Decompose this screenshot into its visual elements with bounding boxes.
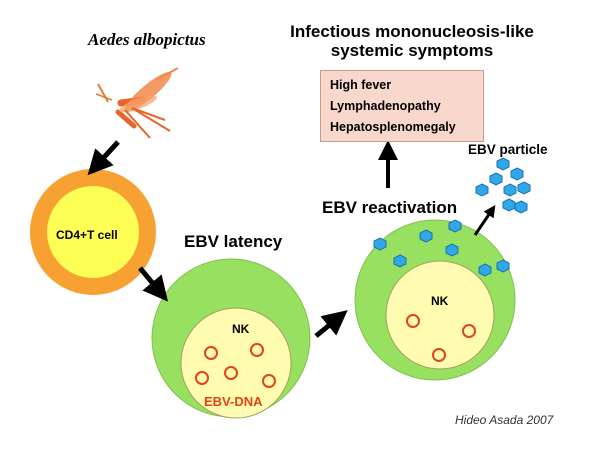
symptoms-box: High fever Lymphadenopathy Hepatosplenom… (320, 70, 484, 142)
surface-virus-particles (373, 219, 510, 277)
reactivation-title: EBV reactivation (322, 198, 458, 217)
latency-title: EBV latency (184, 232, 283, 251)
symptom-item: Hepatosplenomegaly (330, 120, 456, 134)
flow-arrows (87, 140, 496, 338)
symptoms-title: Infectious mononucleosis-like systemic s… (262, 22, 562, 60)
mosquito-icon (95, 67, 179, 139)
episome-rings-reactivated (406, 314, 476, 362)
cd4-t-cell (30, 169, 156, 295)
cd4-cell-label: CD4+T cell (56, 228, 118, 242)
symptom-item: Lymphadenopathy (330, 99, 441, 113)
latency-cell (151, 258, 311, 419)
mosquito-species-label: Aedes albopictus (88, 30, 206, 49)
arrow-cd4-to-latency (138, 266, 169, 302)
episome-rings (195, 343, 276, 388)
latency-nk-label: NK (232, 322, 250, 336)
released-virus-particles (475, 157, 531, 214)
reactivation-nk-label: NK (431, 294, 449, 308)
symptoms-title-line2: systemic symptoms (330, 41, 494, 60)
arrow-latency-to-reactivation (314, 310, 348, 338)
arrow-bite-to-cd4 (87, 140, 120, 176)
ebv-dna-label: EBV-DNA (204, 394, 263, 409)
arrow-virus-release (473, 205, 496, 236)
author-credit: Hideo Asada 2007 (455, 413, 554, 427)
symptoms-title-line1: Infectious mononucleosis-like (290, 22, 534, 41)
symptom-item: High fever (330, 78, 392, 92)
ebv-particle-label: EBV particle (468, 142, 548, 157)
